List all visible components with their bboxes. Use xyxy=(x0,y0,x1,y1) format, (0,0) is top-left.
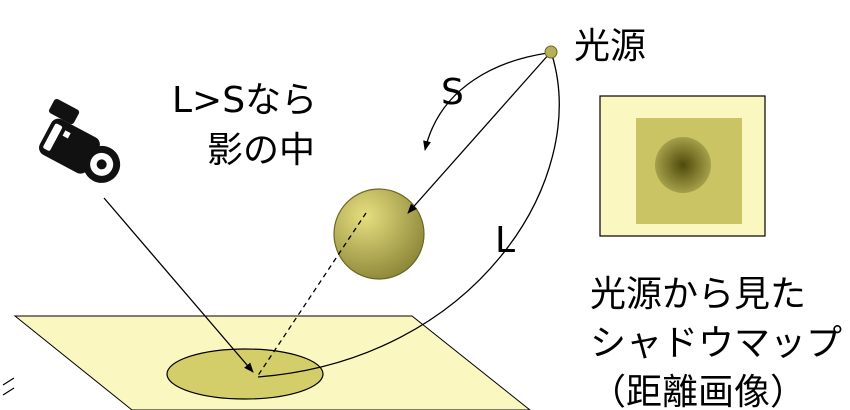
light-source-label: 光源 xyxy=(574,26,646,67)
condition-line-1: L>Sなら xyxy=(172,80,317,121)
condition-line-2: 影の中 xyxy=(207,130,315,171)
light-source-dot xyxy=(544,45,558,59)
shadow-map-center-blob xyxy=(655,137,711,193)
shadow-ellipse xyxy=(166,348,324,400)
sphere xyxy=(333,188,425,280)
video-camera-icon xyxy=(39,98,121,183)
map-caption-line-3: （距離画像） xyxy=(590,372,806,410)
light-ray-arrow xyxy=(407,52,551,214)
distance-l-label: L xyxy=(495,220,515,261)
map-caption-line-1: 光源から見た xyxy=(590,274,806,315)
occluded-ray-dashed xyxy=(256,212,367,378)
distance-s-label: S xyxy=(441,72,464,113)
distance-l-curve xyxy=(257,54,560,378)
edge-mark xyxy=(2,377,15,396)
distance-s-curve-arrow xyxy=(423,52,549,151)
map-caption-line-2: シャドウマップ xyxy=(590,323,842,364)
camera-ray-arrow xyxy=(103,197,254,373)
